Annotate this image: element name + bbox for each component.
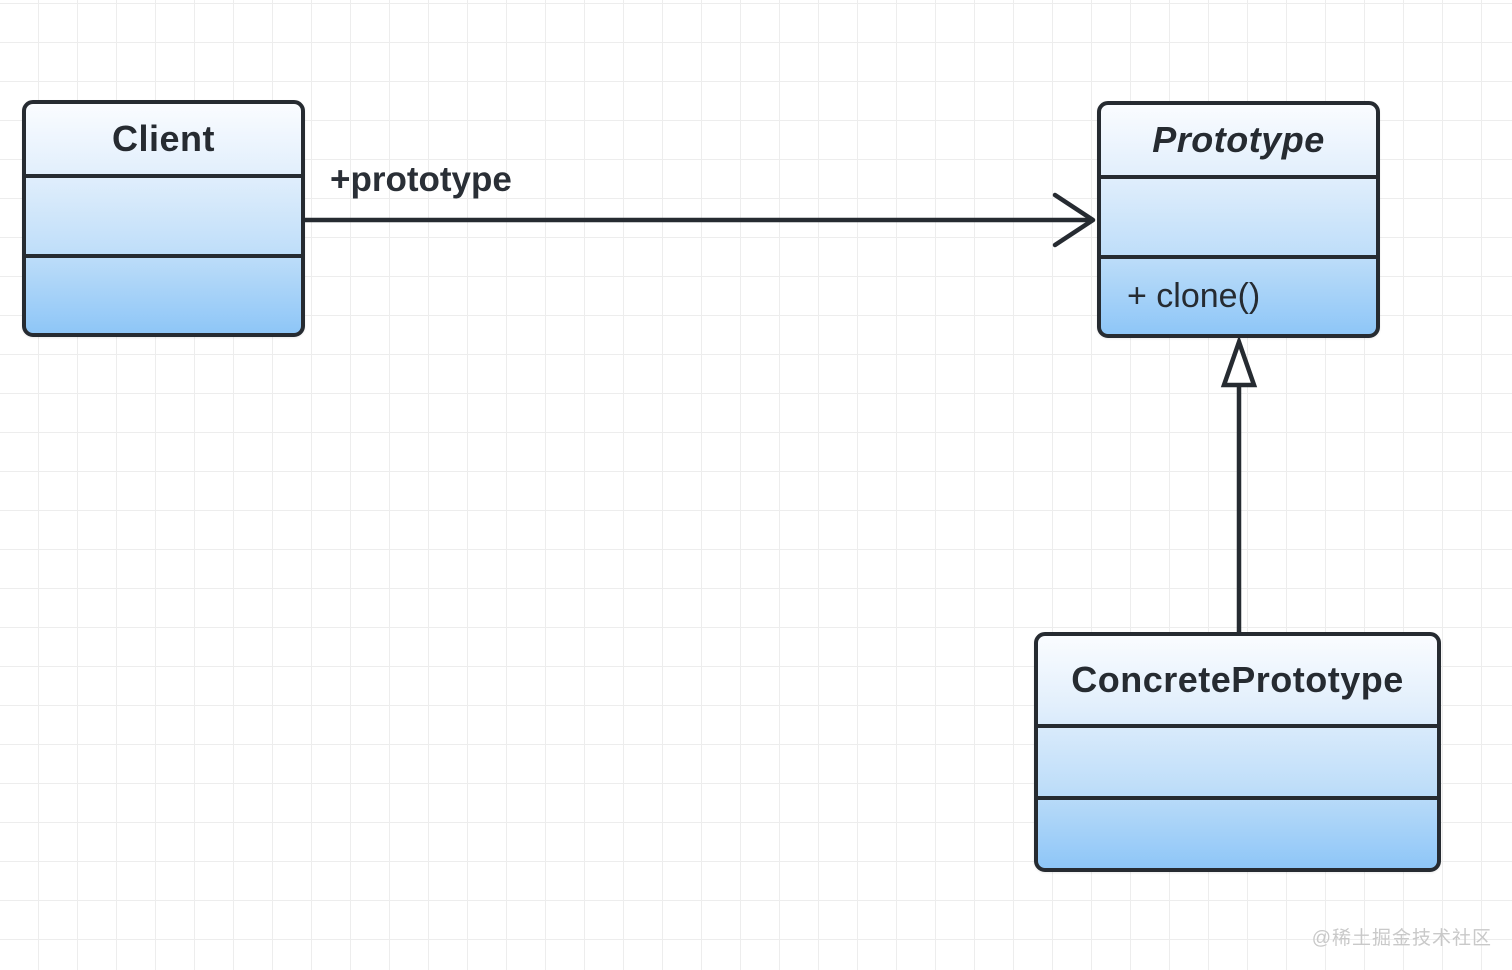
concrete-prototype-class-name: ConcretePrototype xyxy=(1038,636,1437,728)
hollow-triangle-arrowhead-icon xyxy=(1220,335,1258,388)
client-attributes-section xyxy=(26,178,301,258)
client-methods-section xyxy=(26,258,301,334)
concrete-prototype-methods-section xyxy=(1038,800,1437,868)
inheritance-arrow xyxy=(1220,335,1258,632)
concrete-prototype-class-box: ConcretePrototype xyxy=(1034,632,1441,872)
association-label: +prototype xyxy=(330,160,512,199)
watermark: @稀土掘金技术社区 xyxy=(1311,928,1492,949)
prototype-clone-method: + clone() xyxy=(1127,276,1261,315)
concrete-prototype-attributes-section xyxy=(1038,728,1437,800)
client-class-name: Client xyxy=(26,104,301,178)
prototype-class-name: Prototype xyxy=(1101,105,1376,179)
association-arrow xyxy=(305,192,1096,248)
prototype-attributes-section xyxy=(1101,179,1376,259)
prototype-class-box: Prototype + clone() xyxy=(1097,101,1380,338)
open-arrowhead-icon xyxy=(1052,192,1096,248)
client-class-box: Client xyxy=(22,100,305,337)
